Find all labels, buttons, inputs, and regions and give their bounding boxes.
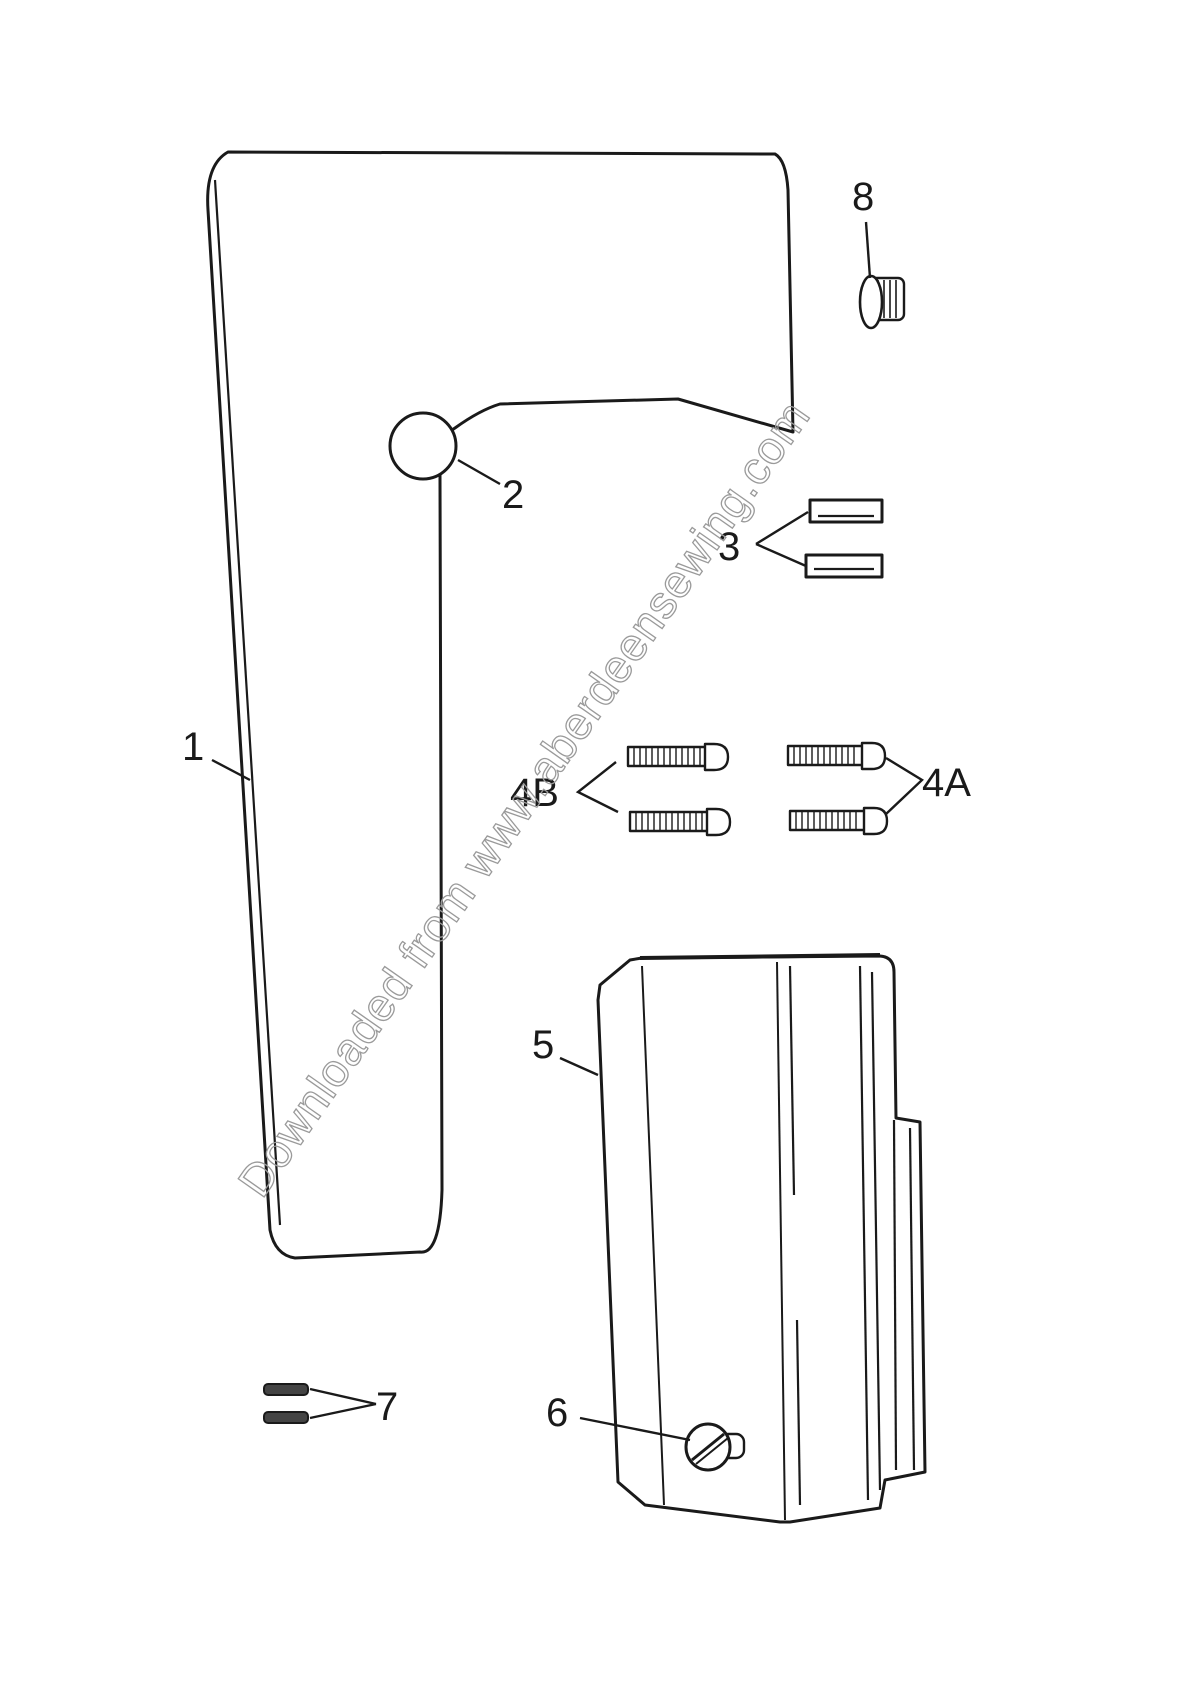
part-7-pins [264, 1384, 308, 1423]
callout-7: 7 [376, 1385, 398, 1429]
callout-4a: 4A [922, 761, 971, 805]
part-4b-screws [628, 744, 730, 835]
part-3-strips [806, 500, 882, 577]
callout-6: 6 [546, 1391, 568, 1435]
part-2-round-plug [390, 413, 456, 479]
callout-8: 8 [852, 175, 874, 219]
callout-5: 5 [532, 1023, 554, 1067]
callout-2: 2 [502, 473, 524, 517]
part-8-small-plug [860, 276, 904, 328]
callout-1: 1 [182, 725, 204, 769]
part-5-lower-cover [598, 955, 925, 1522]
part-4a-screws [788, 743, 887, 834]
